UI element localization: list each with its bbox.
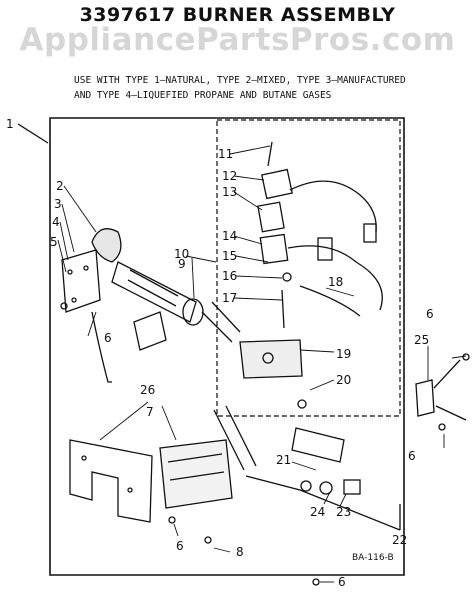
diagram-title: 3397617 BURNER ASSEMBLY — [79, 4, 396, 26]
gas-valve-bracket — [201, 301, 241, 343]
screw — [168, 516, 176, 524]
usage-note-line-2: AND TYPE 4—LIQUEFIED PROPANE AND BUTANE … — [74, 90, 332, 101]
igniter-subassembly-box — [216, 119, 401, 417]
callout-4: 4 — [52, 215, 60, 229]
burner-tube — [91, 228, 204, 326]
callout-13: 13 — [222, 185, 237, 199]
spring-clip — [91, 311, 112, 383]
burner-plate — [133, 311, 167, 351]
mounting-bracket-left — [61, 249, 101, 313]
leader-line — [245, 475, 401, 531]
callout-8: 8 — [236, 545, 244, 559]
callout-11: 11 — [218, 147, 233, 161]
screw-right-lower — [438, 423, 446, 431]
callout-14: 14 — [222, 229, 237, 243]
screw — [204, 536, 212, 544]
callout-6-lowest: 6 — [338, 575, 346, 589]
callout-7: 7 — [146, 405, 154, 419]
callout-15: 15 — [222, 249, 237, 263]
callout-18: 18 — [328, 275, 343, 289]
callout-6-bottom: 6 — [176, 539, 184, 553]
callout-5: 5 — [50, 235, 58, 249]
screw-right — [462, 353, 470, 361]
callout-2: 2 — [56, 179, 64, 193]
usage-note-line-1: USE WITH TYPE 1—NATURAL, TYPE 2—MIXED, T… — [74, 75, 406, 86]
callout-19: 19 — [336, 347, 351, 361]
callout-23: 23 — [336, 505, 351, 519]
callout-12: 12 — [222, 169, 237, 183]
callout-9: 9 — [178, 257, 186, 271]
callout-3: 3 — [54, 197, 62, 211]
callout-6: 6 — [104, 331, 112, 345]
callout-26: 26 — [140, 383, 155, 397]
diagram-code: BA-116-B — [352, 553, 394, 563]
usage-note: USE WITH TYPE 1—NATURAL, TYPE 2—MIXED, T… — [74, 73, 434, 103]
assembly-frame — [49, 117, 405, 576]
callout-1: 1 — [6, 117, 14, 131]
callout-16: 16 — [222, 269, 237, 283]
flame-sensor-screw — [297, 399, 307, 409]
igniter-wires — [287, 180, 383, 317]
support-frame — [69, 439, 153, 523]
igniter-stack — [239, 141, 303, 379]
callout-20: 20 — [336, 373, 351, 387]
callout-10: 10 — [174, 247, 189, 261]
bracket-right — [415, 359, 467, 421]
callout-22: 22 — [392, 533, 407, 547]
orifice-parts — [291, 427, 361, 495]
callout-6-right: 6 — [408, 449, 416, 463]
leader-lines — [57, 145, 467, 583]
gas-tube — [213, 405, 257, 471]
callout-17: 17 — [222, 291, 237, 305]
callout-6-right-top: 6 — [426, 307, 434, 321]
callout-25: 25 — [414, 333, 429, 347]
leader-line — [17, 123, 49, 144]
screw — [60, 302, 68, 310]
screw — [312, 578, 320, 586]
valve-body — [159, 439, 233, 509]
callout-21: 21 — [276, 453, 291, 467]
watermark-text: AppliancePartsPros.com — [19, 22, 456, 58]
callout-24: 24 — [310, 505, 325, 519]
